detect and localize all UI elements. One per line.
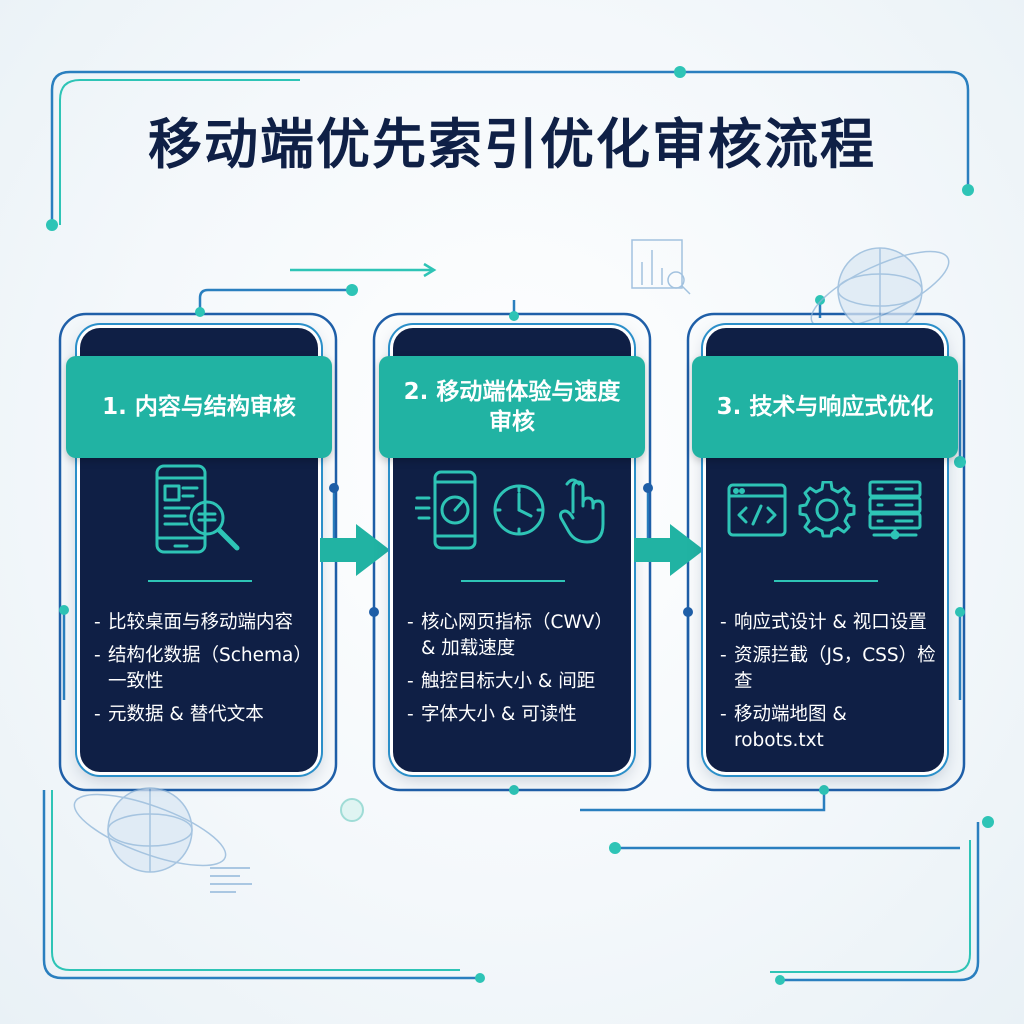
step-3-items: 响应式设计 & 视口设置 资源拦截（JS，CSS）检查 移动端地图 & robo… [720,610,938,761]
step-3-icons [706,460,944,560]
step-2-icons [393,460,631,560]
flow-arrow-2 [634,524,704,576]
page-title: 移动端优先索引优化审核流程 [148,113,876,176]
mobile-search-icon [155,464,240,554]
step-2-heading: 2. 移动端体验与速度审核 [379,356,645,458]
step-2-item-3: 字体大小 & 可读性 [407,702,625,728]
step-3-divider [774,580,878,582]
step-card-2: 2. 移动端体验与速度审核 核心网页指标（ [379,328,645,772]
touch-hand-icon [559,478,605,544]
step-card-3: 3. 技术与响应式优化 [692,328,958,772]
step-3-heading: 3. 技术与响应式优化 [692,356,958,458]
step-2-items: 核心网页指标（CWV）& 加载速度 触控目标大小 & 间距 字体大小 & 可读性 [407,610,625,735]
code-window-icon [727,483,787,537]
flow-arrow-1 [320,524,390,576]
step-1-divider [148,580,252,582]
step-1-icons [80,460,318,560]
step-1-item-2: 结构化数据（Schema）一致性 [94,643,312,695]
mobile-speed-icon [415,470,477,550]
step-2-item-2: 触控目标大小 & 间距 [407,669,625,695]
gear-icon [798,481,856,538]
step-1-heading: 1. 内容与结构审核 [66,356,332,458]
step-2-divider [461,580,565,582]
step-1-items: 比较桌面与移动端内容 结构化数据（Schema）一致性 元数据 & 替代文本 [94,610,312,735]
step-card-1: 1. 内容与结构审核 比较桌面与移动端内容 结构化数据（Schema）一致性 元… [66,328,332,772]
step-3-item-2: 资源拦截（JS，CSS）检查 [720,643,938,695]
step-3-item-1: 响应式设计 & 视口设置 [720,610,938,636]
server-icon [868,480,922,540]
step-1-item-1: 比较桌面与移动端内容 [94,610,312,636]
step-2-item-1: 核心网页指标（CWV）& 加载速度 [407,610,625,662]
clock-icon [493,484,545,536]
step-3-item-3: 移动端地图 & robots.txt [720,702,938,754]
step-1-item-3: 元数据 & 替代文本 [94,702,312,728]
